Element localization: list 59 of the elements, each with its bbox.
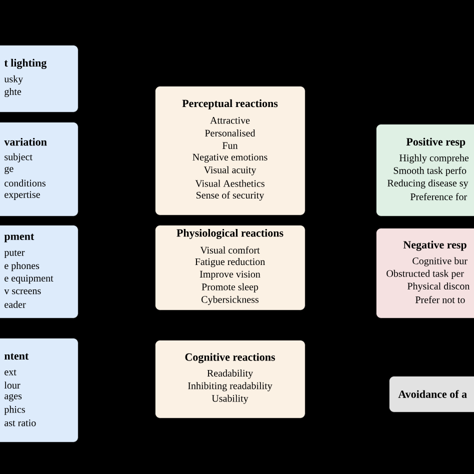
box-heading: Perceptual reactions (182, 99, 278, 110)
list-item: ast ratio (4, 420, 36, 426)
list-item: Improve vision (200, 270, 260, 280)
box-heading: t lighting (4, 58, 47, 69)
list-item: eader (4, 300, 26, 308)
list-item: conditions (4, 179, 46, 187)
list-item: Cybersickness (202, 296, 259, 305)
category-box (0, 45, 78, 112)
list-item: Usability (212, 394, 248, 404)
list-item: ghte (4, 88, 22, 98)
list-item: Cognitive bur (412, 257, 468, 266)
list-item: Prefer not to (415, 296, 465, 304)
list-item: Readability (207, 370, 254, 379)
box-heading: Cognitive reactions (185, 353, 275, 364)
list-item: lour (4, 382, 20, 389)
box-heading: ntent (4, 353, 29, 360)
box-heading: variation (4, 138, 47, 146)
list-item: Personalised (205, 129, 256, 137)
list-item: Smooth task perfo (394, 166, 466, 176)
list-item: e equipment (4, 274, 54, 284)
list-item: ages (4, 394, 22, 402)
list-item: e phones (4, 262, 40, 272)
box-heading: pment (4, 234, 34, 242)
list-item: ext (4, 370, 16, 376)
list-item: phics (4, 406, 25, 415)
box-heading: Positive resp (406, 138, 466, 148)
box-heading: Avoidance of a (398, 390, 467, 398)
category-box (0, 338, 78, 442)
box-heading: Negative resp (403, 240, 466, 251)
category-box (0, 122, 78, 216)
list-item: ge (4, 166, 14, 174)
list-item: Attractive (210, 117, 250, 124)
list-item: puter (4, 250, 25, 258)
list-item: Fun (222, 142, 238, 149)
list-item: Visual comfort (200, 246, 260, 254)
list-item: Reducing disease sy (387, 179, 468, 189)
category-box (155, 86, 306, 216)
list-item: Highly comprehe (399, 154, 469, 164)
list-item: Inhibiting readability (188, 382, 272, 392)
category-box (376, 228, 474, 318)
category-box (155, 225, 306, 310)
list-item: Preference for (410, 193, 468, 200)
list-item: v screens (4, 289, 41, 294)
category-box (155, 340, 306, 418)
list-item: subject (4, 153, 32, 162)
list-item: Visual acuity (204, 166, 256, 176)
list-item: Negative emotions (192, 154, 268, 163)
list-item: Visual Aesthetics (195, 180, 264, 187)
list-item: expertise (4, 191, 40, 200)
list-item: Fatigue reduction (195, 258, 265, 268)
category-box (389, 376, 474, 412)
box-heading: Physiological reactions (176, 228, 284, 240)
category-box (376, 124, 474, 216)
list-item: Obstructed task per (386, 270, 464, 279)
list-item: Sense of security (196, 191, 264, 201)
category-box (0, 225, 78, 318)
list-item: usky (4, 75, 24, 84)
list-item: Physical discon (407, 282, 470, 292)
list-item: Promote sleep (202, 283, 258, 292)
